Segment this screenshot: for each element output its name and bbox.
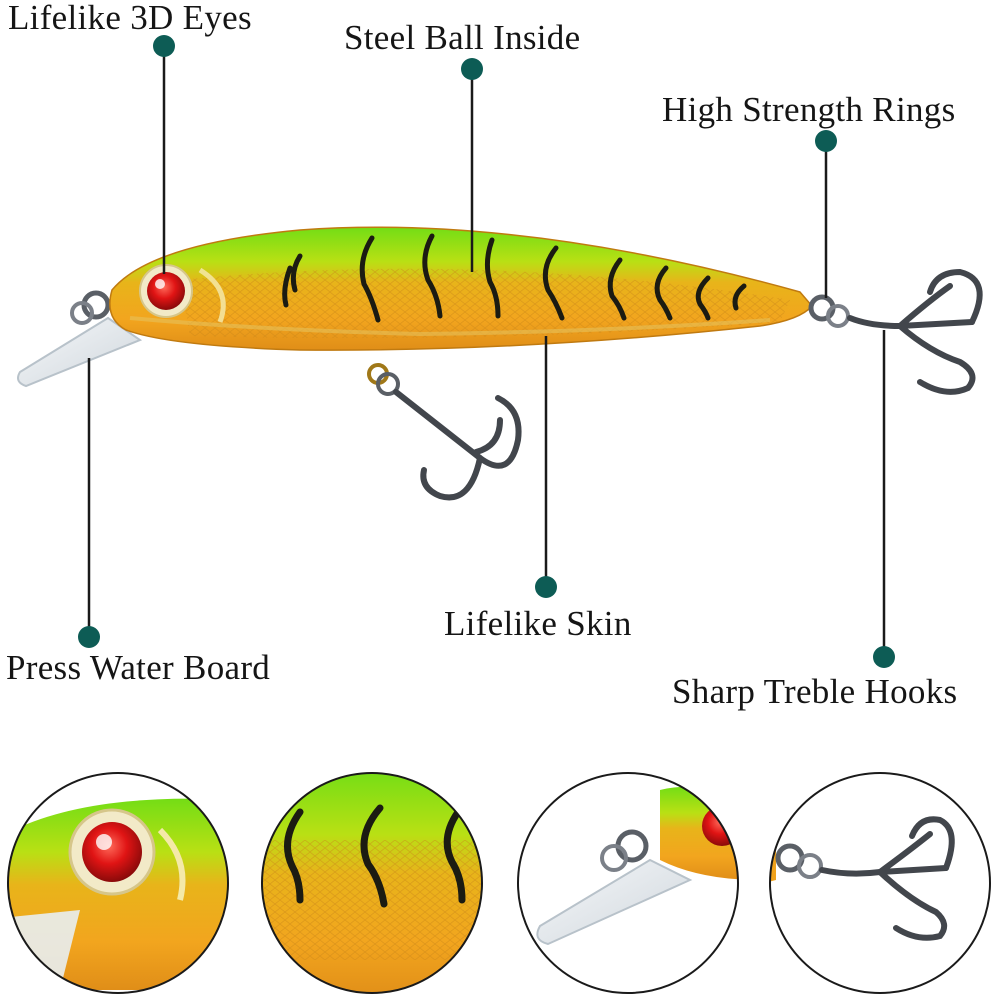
callout-dot-steel-ball: [461, 58, 483, 80]
callout-dot-skin: [535, 576, 557, 598]
callout-connectors: [87, 46, 886, 656]
callout-label-eyes: Lifelike 3D Eyes: [8, 0, 252, 37]
detail-circle-lip: [518, 773, 738, 993]
callout-label-board: Press Water Board: [6, 648, 271, 687]
lure-eye-icon: [147, 272, 185, 310]
callout-label-rings: High Strength Rings: [662, 90, 956, 129]
belly-treble-hook: [393, 389, 522, 501]
callout-label-hooks: Sharp Treble Hooks: [672, 672, 958, 711]
detail-circle-hook: [770, 773, 990, 993]
diving-lip: [17, 316, 143, 388]
tail-treble-hook: [847, 268, 983, 395]
body-stripes: [282, 233, 747, 323]
callout-label-steel-ball: Steel Ball Inside: [344, 18, 581, 57]
callout-dot-board: [78, 626, 100, 648]
detail-circle-skin: [262, 773, 482, 993]
detail-circle-eye: [8, 773, 228, 993]
callout-label-skin: Lifelike Skin: [444, 604, 632, 643]
callout-dot-rings: [815, 130, 837, 152]
callout-dot-eyes: [153, 35, 175, 57]
callout-dot-hooks: [873, 646, 895, 668]
